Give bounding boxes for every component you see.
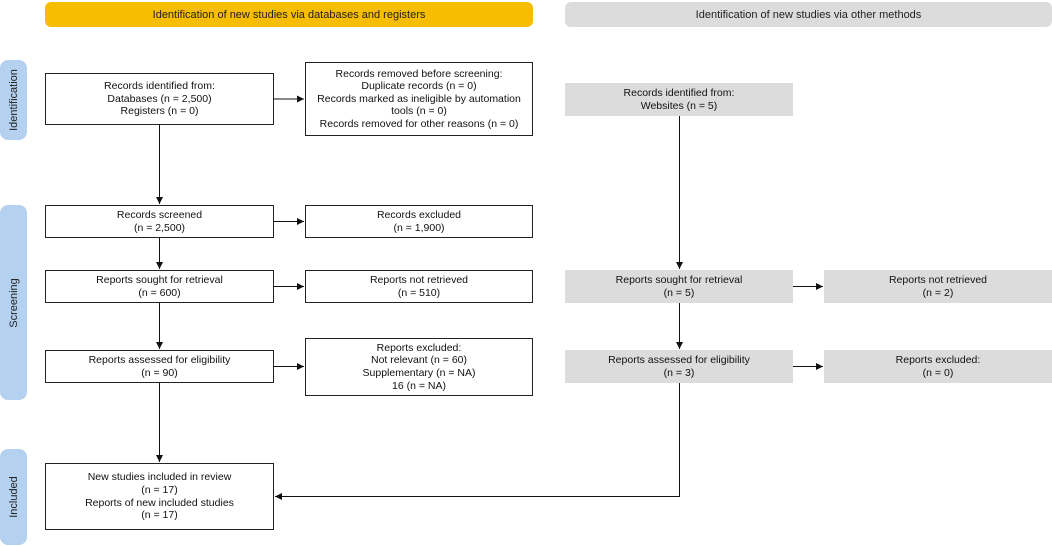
phase-screening: Screening xyxy=(0,205,27,400)
box-line: (n = 2) xyxy=(922,286,954,299)
box-line: New studies included in review xyxy=(87,471,232,484)
box-reports-excluded: Reports excluded: Not relevant (n = 60) … xyxy=(305,338,533,396)
box-line: Reports not retrieved xyxy=(888,273,988,286)
box-line: Reports of new included studies xyxy=(85,496,234,509)
box-line: (n = 90) xyxy=(141,366,178,379)
box-line: (n = 17) xyxy=(141,509,178,522)
box-line: Records excluded xyxy=(376,208,462,221)
box-line: Records screened xyxy=(116,208,203,221)
box-line: (n = 600) xyxy=(138,286,181,299)
header-databases-registers: Identification of new studies via databa… xyxy=(45,2,533,27)
box-line: Databases (n = 2,500) xyxy=(107,92,212,105)
box-records-excluded: Records excluded (n = 1,900) xyxy=(305,205,533,238)
box-records-removed: Records removed before screening: Duplic… xyxy=(305,62,533,136)
box-line: Records marked as ineligible by automati… xyxy=(317,92,521,105)
box-line: (n = 2,500) xyxy=(133,221,186,234)
box-line: (n = 5) xyxy=(663,286,695,299)
box-line: (n = 1,900) xyxy=(393,221,445,234)
box-line: Reports excluded: xyxy=(895,353,981,366)
box-line: Not relevant (n = 60) xyxy=(370,354,467,367)
box-line: Reports assessed for eligibility xyxy=(608,353,750,366)
box-other-reports-not-retrieved: Reports not retrieved (n = 2) xyxy=(824,270,1052,303)
box-line: Websites (n = 5) xyxy=(640,99,718,112)
box-reports-not-retrieved: Reports not retrieved (n = 510) xyxy=(305,270,533,303)
box-records-identified: Records identified from: Databases (n = … xyxy=(45,73,274,125)
box-line: Duplicate records (n = 0) xyxy=(361,80,477,93)
header-other-methods: Identification of new studies via other … xyxy=(565,2,1052,27)
box-line: Records removed for other reasons (n = 0… xyxy=(319,117,519,130)
box-line: tools (n = 0) xyxy=(391,105,447,118)
box-other-reports-excluded: Reports excluded: (n = 0) xyxy=(824,350,1052,383)
box-line: (n = 0) xyxy=(922,366,954,379)
box-records-screened: Records screened (n = 2,500) xyxy=(45,205,274,238)
box-line: (n = 3) xyxy=(663,366,695,379)
box-line: Reports sought for retrieval xyxy=(615,273,743,286)
box-other-reports-sought: Reports sought for retrieval (n = 5) xyxy=(565,270,793,303)
box-line: Reports excluded: xyxy=(376,341,462,354)
box-line: (n = 17) xyxy=(141,483,178,496)
box-reports-sought: Reports sought for retrieval (n = 600) xyxy=(45,270,274,303)
box-line: (n = 510) xyxy=(397,286,441,299)
phase-included: Included xyxy=(0,449,27,545)
header-databases-registers-label: Identification of new studies via databa… xyxy=(152,8,426,21)
box-line: Reports sought for retrieval xyxy=(96,273,223,286)
box-line: Records removed before screening: xyxy=(335,67,503,80)
box-other-records-identified: Records identified from: Websites (n = 5… xyxy=(565,83,793,116)
header-other-methods-label: Identification of new studies via other … xyxy=(695,8,922,21)
box-reports-assessed: Reports assessed for eligibility (n = 90… xyxy=(45,350,274,383)
box-line: Reports not retrieved xyxy=(369,273,469,286)
box-other-reports-assessed: Reports assessed for eligibility (n = 3) xyxy=(565,350,793,383)
box-line: Registers (n = 0) xyxy=(120,105,199,118)
box-line: Reports assessed for eligibility xyxy=(88,353,231,366)
arrow-other-assessed-to-included xyxy=(275,383,680,500)
box-line: Records identified from: xyxy=(104,80,215,93)
box-line: Supplementary (n = NA) xyxy=(362,367,476,379)
box-line: 16 (n = NA) xyxy=(392,379,446,392)
phase-identification: Identification xyxy=(0,60,27,140)
box-studies-included: New studies included in review (n = 17) … xyxy=(45,463,274,530)
box-line: Records identified from: xyxy=(623,86,735,99)
